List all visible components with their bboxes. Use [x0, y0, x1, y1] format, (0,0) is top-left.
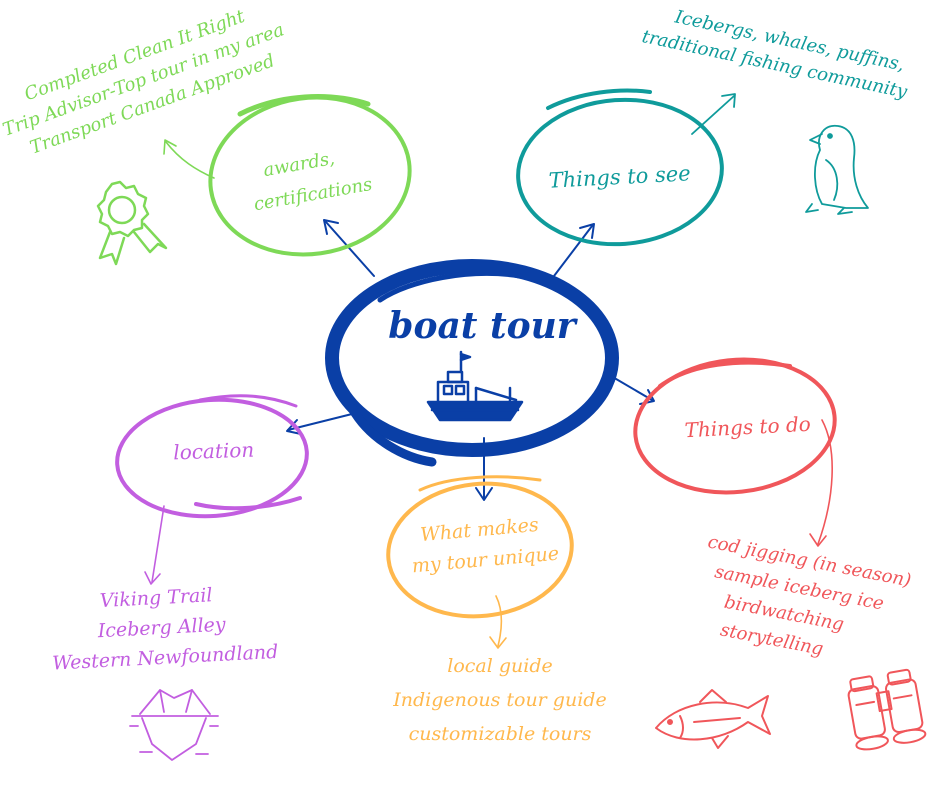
see-circle	[516, 97, 724, 247]
award-ribbon-icon	[96, 180, 168, 266]
see-detail-connector	[691, 95, 735, 135]
awards-circle-flourish	[237, 94, 371, 117]
location-circle-flourish-top	[198, 394, 298, 408]
center-circle-swirl-inner	[377, 271, 523, 303]
do-detail-arrowhead	[809, 533, 827, 547]
connector-unique	[475, 437, 493, 501]
location-detail-2: Iceberg Alley	[96, 614, 226, 643]
connector-see	[553, 223, 595, 277]
node-do: Things to do cod jigging (in season) sam…	[633, 357, 927, 751]
unique-label-line-2: my tour unique	[411, 543, 560, 578]
connector-awards	[323, 219, 375, 277]
binoculars-icon	[847, 668, 927, 751]
unique-detail-arrowhead	[489, 636, 507, 649]
unique-circle	[386, 481, 574, 619]
center-node: boat tour	[325, 259, 619, 467]
awards-circle	[208, 95, 412, 257]
location-details: Viking Trail Iceberg Alley Western Newfo…	[52, 584, 279, 675]
awards-details: Completed Clean It Right Trip Advisor-To…	[0, 6, 287, 159]
boat-icon	[426, 350, 524, 422]
node-location: location Viking Trail Iceberg Alley West…	[52, 394, 309, 761]
do-circle	[633, 357, 837, 495]
location-detail-connector	[151, 505, 165, 583]
connectors	[286, 219, 655, 501]
location-detail-3: Western Newfoundland	[52, 641, 279, 675]
iceberg-icon	[129, 689, 219, 761]
center-circle	[325, 259, 619, 457]
center-circle-swirl	[347, 403, 437, 467]
do-label: Things to do	[684, 412, 811, 443]
unique-label-line-1: What makes	[419, 514, 539, 546]
awards-detail-arrowhead	[163, 139, 177, 155]
see-detail-arrowhead	[721, 93, 736, 108]
do-circle-flourish	[658, 360, 792, 388]
unique-detail-2: Indigenous tour guide	[392, 689, 606, 711]
location-circle-flourish	[194, 496, 302, 511]
do-detail-connector	[817, 419, 833, 545]
location-detail-arrowhead	[144, 571, 161, 585]
fish-icon	[655, 689, 771, 749]
awards-detail-connector	[165, 141, 215, 179]
center-label: boat tour	[388, 305, 578, 347]
see-label: Things to see	[548, 161, 691, 192]
location-label: location	[173, 438, 255, 465]
node-unique: What makes my tour unique local guide In…	[386, 475, 607, 745]
location-detail-1: Viking Trail	[99, 584, 213, 612]
puffin-icon	[805, 124, 869, 215]
see-circle-flourish	[546, 88, 652, 110]
do-details: cod jigging (in season) sample iceberg i…	[706, 531, 913, 660]
see-details: Icebergs, whales, puffins, traditional f…	[640, 6, 910, 103]
unique-detail-3: customizable tours	[409, 723, 592, 745]
unique-detail-1: local guide	[447, 655, 552, 677]
location-circle	[115, 397, 309, 519]
node-awards: awards, certifications Completed Clean I…	[0, 6, 412, 266]
node-see: Things to see Icebergs, whales, puffins,…	[516, 6, 910, 247]
awards-label-line-1: awards,	[262, 148, 337, 181]
unique-circle-flourish	[418, 475, 542, 492]
unique-detail-connector	[495, 595, 503, 647]
